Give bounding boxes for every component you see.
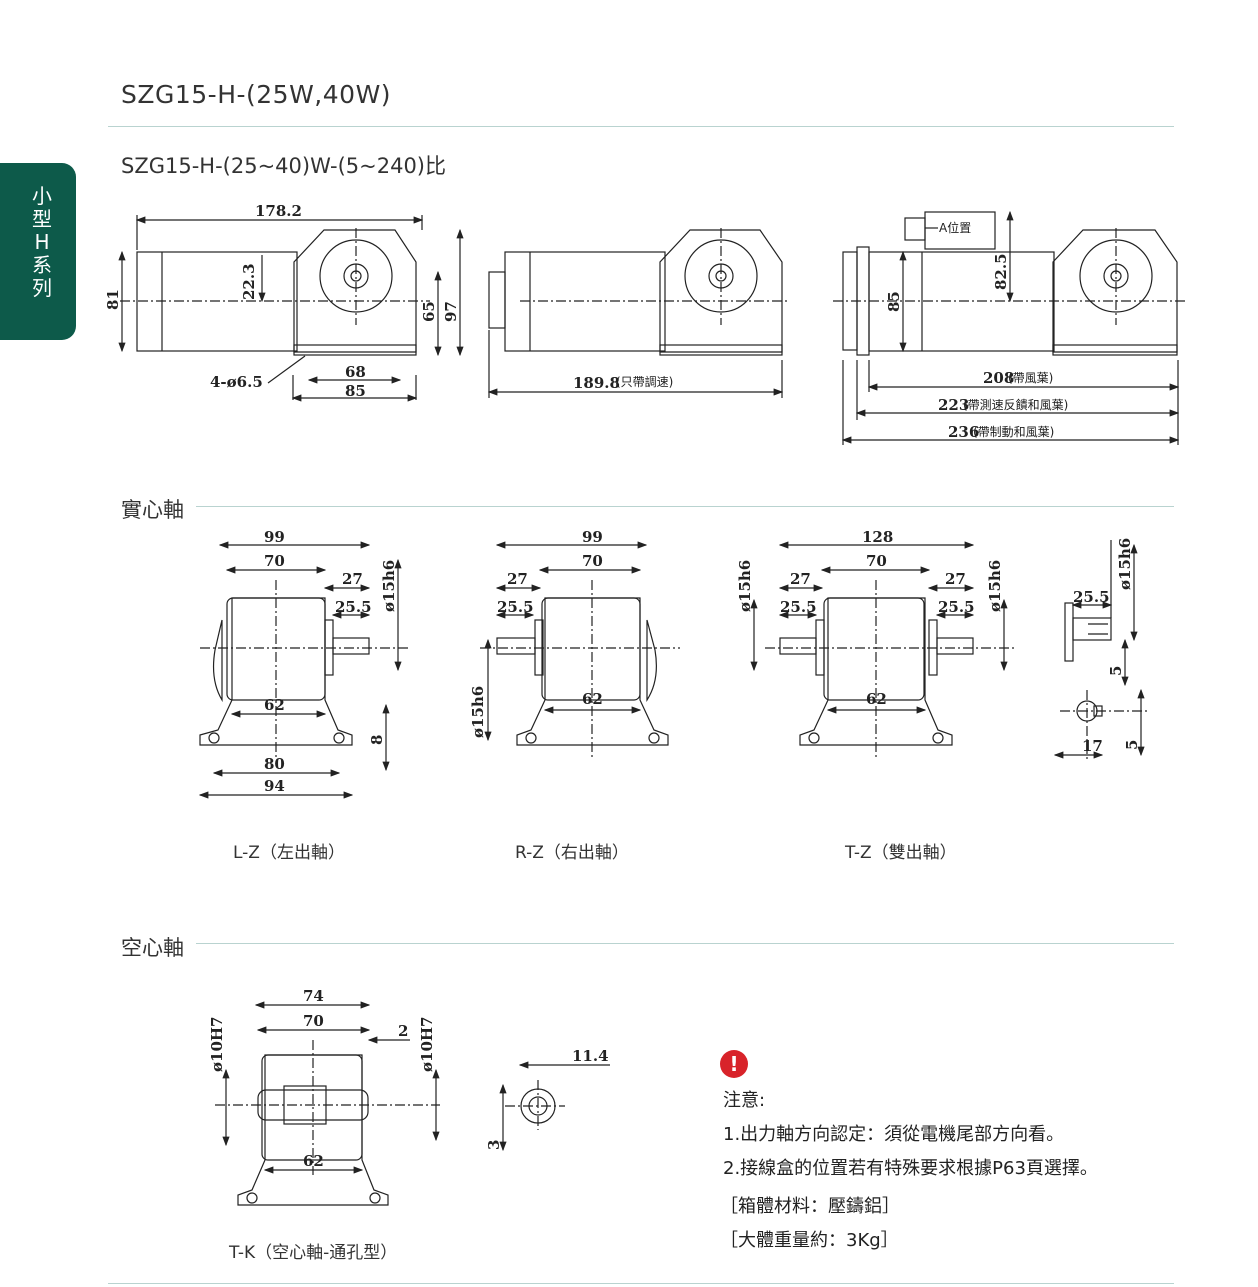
tz-dim-62: 62 xyxy=(866,690,887,708)
tz-drawing xyxy=(750,541,1015,760)
tk-dim-10h7b: ø10H7 xyxy=(418,1017,436,1073)
tk-dim-10h7a: ø10H7 xyxy=(208,1017,226,1073)
junction-box-position-label: A位置 xyxy=(939,220,971,235)
dim-208: 208 xyxy=(983,369,1014,387)
section-title-hollow-shaft: 空心軸 xyxy=(121,932,194,962)
dim-65: 65 xyxy=(420,301,438,322)
dim-189-8: 189.8 xyxy=(573,374,620,392)
side-tab-label: 小型H系列 xyxy=(32,184,52,300)
note-weight: ［大體重量約：3Kg］ xyxy=(720,1230,899,1251)
tk-dim-3: 3 xyxy=(485,1140,503,1150)
caption-rz: R-Z（右出軸） xyxy=(515,843,629,863)
rz-drawing xyxy=(480,541,680,760)
tk-bore-detail xyxy=(499,1061,610,1152)
tz-dim-15h6b: ø15h6 xyxy=(986,560,1004,612)
tz-dim-128: 128 xyxy=(862,528,893,546)
caption-tz: T-Z（雙出軸） xyxy=(845,843,957,863)
tz-dim-25-5b: 25.5 xyxy=(938,598,975,616)
rz-dim-15h6: ø15h6 xyxy=(469,686,487,738)
dim-97: 97 xyxy=(442,301,460,322)
detail-dim-15h6: ø15h6 xyxy=(1116,538,1134,590)
motor-side-view-1 xyxy=(118,215,464,402)
notes-heading: 注意: xyxy=(723,1090,766,1111)
tz-dim-70: 70 xyxy=(866,552,887,570)
lz-dim-27: 27 xyxy=(342,570,363,588)
note-material: ［箱體材料：壓鑄鋁］ xyxy=(720,1196,900,1217)
series-side-tab: 小型H系列 xyxy=(0,163,76,340)
tz-dim-25-5a: 25.5 xyxy=(780,598,817,616)
tk-dim-11-4: 11.4 xyxy=(572,1047,609,1065)
model-subtitle: SZG15-H-(25~40)W-(5~240)比 xyxy=(121,154,446,178)
tz-dim-27a: 27 xyxy=(790,570,811,588)
dim-holes: 4-ø6.5 xyxy=(210,373,263,391)
note-line-2: 2.接線盒的位置若有特殊要求根據P63頁選擇。 xyxy=(723,1158,1098,1179)
motor-side-view-2 xyxy=(487,228,790,398)
detail-dim-17: 17 xyxy=(1082,737,1103,755)
tz-dim-15h6a: ø15h6 xyxy=(736,560,754,612)
warning-icon: ! xyxy=(720,1050,748,1078)
note-line-1: 1.出力軸方向認定：須從電機尾部方向看。 xyxy=(723,1124,1065,1145)
detail-dim-5a: 5 xyxy=(1107,666,1125,676)
caption-lz: L-Z（左出軸） xyxy=(233,843,345,863)
detail-dim-5b: 5 xyxy=(1123,740,1141,750)
tk-drawing xyxy=(215,1001,440,1206)
dim-178-2: 178.2 xyxy=(255,202,302,220)
dim-81: 81 xyxy=(104,289,122,310)
lz-dim-15h6: ø15h6 xyxy=(380,560,398,612)
tz-dim-27b: 27 xyxy=(945,570,966,588)
page-title: SZG15-H-(25W,40W) xyxy=(121,80,392,109)
section-divider-hollow xyxy=(196,943,1174,944)
dim-236: 236 xyxy=(948,423,979,441)
lz-dim-99: 99 xyxy=(264,528,285,546)
lz-dim-70: 70 xyxy=(264,552,285,570)
tk-dim-62: 62 xyxy=(303,1152,324,1170)
shaft-key-detail xyxy=(1053,540,1150,760)
lz-drawing xyxy=(198,541,410,799)
dim-85-v3: 85 xyxy=(885,291,903,312)
rz-dim-62: 62 xyxy=(582,690,603,708)
section-title-solid-shaft: 實心軸 xyxy=(121,494,194,524)
dim-223-note: (帶測速反饋和風葉) xyxy=(963,397,1068,412)
bottom-divider xyxy=(108,1283,1174,1284)
lz-dim-62: 62 xyxy=(264,696,285,714)
motor-side-view-3 xyxy=(833,210,1185,445)
dim-68: 68 xyxy=(345,363,366,381)
dim-22-3: 22.3 xyxy=(240,263,258,300)
dim-189-8-note: (只帶調速) xyxy=(616,375,673,389)
rz-dim-27: 27 xyxy=(507,570,528,588)
section-divider-solid xyxy=(196,506,1174,507)
tk-dim-74: 74 xyxy=(303,987,324,1005)
caption-tk: T-K（空心軸-通孔型） xyxy=(229,1243,398,1263)
lz-dim-25-5: 25.5 xyxy=(335,598,372,616)
rz-dim-25-5: 25.5 xyxy=(497,598,534,616)
dim-85: 85 xyxy=(345,382,366,400)
rz-dim-70: 70 xyxy=(582,552,603,570)
dim-208-note: (帶風葉) xyxy=(1008,371,1053,385)
detail-dim-25-5: 25.5 xyxy=(1073,588,1110,606)
tk-dim-70: 70 xyxy=(303,1012,324,1030)
dim-223: 223 xyxy=(938,396,969,414)
lz-dim-80: 80 xyxy=(264,755,285,773)
rz-dim-99: 99 xyxy=(582,528,603,546)
tk-dim-2: 2 xyxy=(398,1022,408,1040)
title-divider xyxy=(108,126,1174,127)
lz-dim-8: 8 xyxy=(368,735,386,745)
lz-dim-94: 94 xyxy=(264,777,285,795)
dim-236-note: (帶制動和風葉) xyxy=(973,425,1054,439)
dim-82-5: 82.5 xyxy=(992,253,1010,290)
